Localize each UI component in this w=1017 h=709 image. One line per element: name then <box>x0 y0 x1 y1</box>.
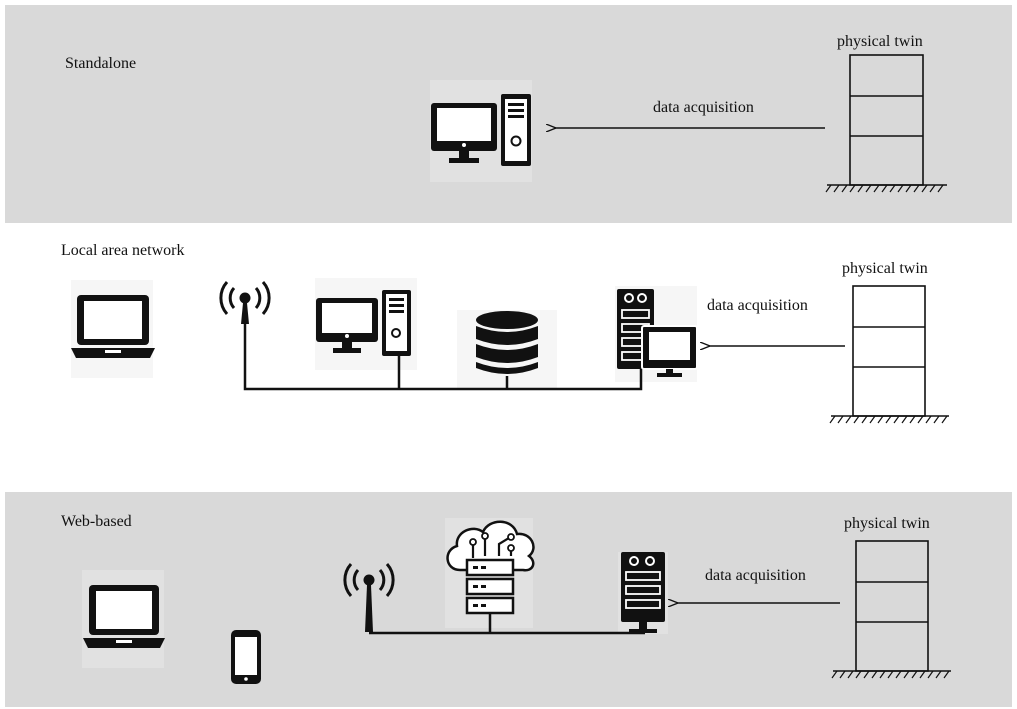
lan-diagram <box>71 278 949 424</box>
web-twin-label: physical twin <box>844 515 930 532</box>
laptop-icon <box>71 280 155 378</box>
standalone-twin-label: physical twin <box>837 33 923 50</box>
standalone-panel: Standalone physical twin data acquisitio… <box>5 5 1012 223</box>
web-diagram <box>82 518 951 684</box>
cloud-server-icon <box>445 518 535 633</box>
web-title: Web-based <box>61 513 132 530</box>
building-frame-icon <box>829 285 949 424</box>
server-with-monitor-icon <box>615 286 698 382</box>
web-acquisition-label: data acquisition <box>705 567 806 584</box>
standalone-title: Standalone <box>65 55 137 72</box>
antenna-icon <box>219 281 271 324</box>
lan-acquisition-label: data acquisition <box>707 297 808 314</box>
building-frame-icon <box>825 54 947 193</box>
desktop-computer-icon <box>430 80 532 182</box>
server-icon <box>618 552 668 634</box>
laptop-icon <box>82 570 165 668</box>
lan-twin-label: physical twin <box>842 260 928 277</box>
antenna-icon <box>343 563 395 632</box>
building-frame-icon <box>831 540 951 679</box>
lan-panel: Local area network physical twin data ac… <box>5 228 1012 490</box>
smartphone-icon <box>231 630 261 684</box>
database-icon <box>457 310 557 388</box>
web-panel: Web-based physical twin data acquisition <box>5 492 1012 707</box>
desktop-computer-icon <box>315 278 417 370</box>
standalone-acquisition-label: data acquisition <box>653 99 754 116</box>
standalone-diagram <box>430 54 947 193</box>
lan-network-cable <box>243 324 643 391</box>
lan-title: Local area network <box>61 242 185 259</box>
